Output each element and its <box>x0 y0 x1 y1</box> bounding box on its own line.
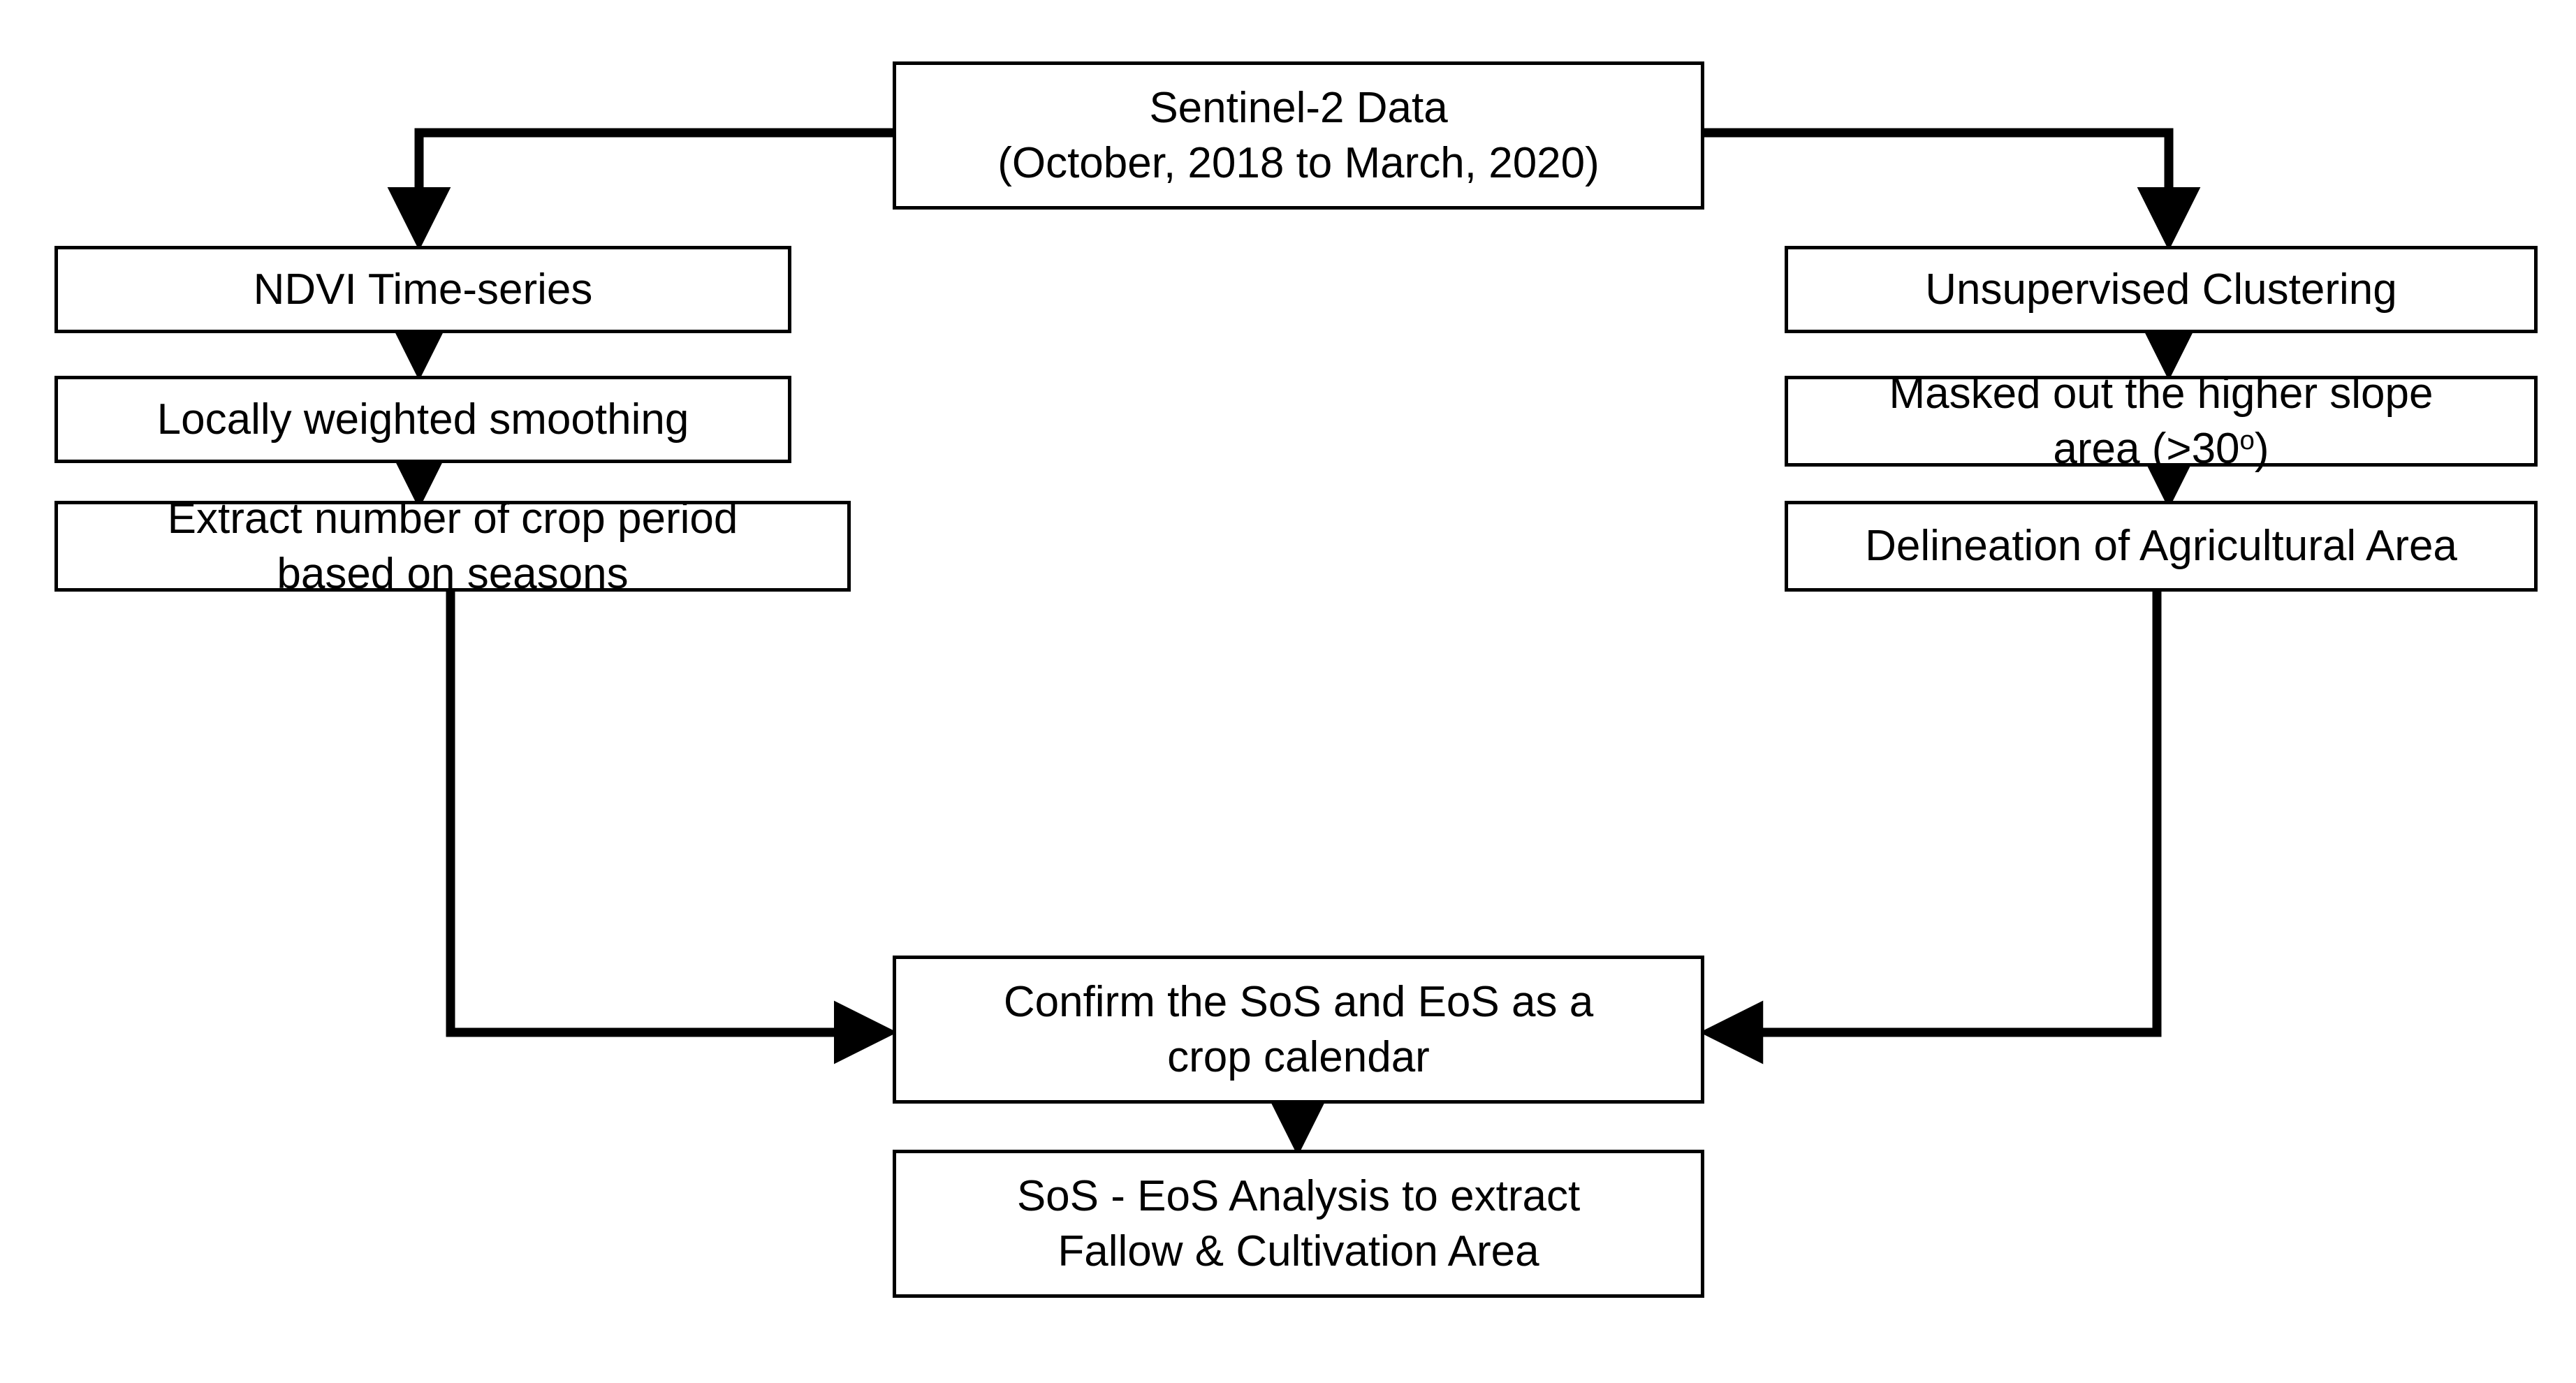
masked-higher-slope-box[interactable]: Masked out the higher slope area (>30o) <box>1785 369 2538 473</box>
locally-weighted-smoothing-label: Locally weighted smoothing <box>68 392 778 447</box>
masked-slope-threshold-suffix: ) <box>2254 425 2269 473</box>
unsupervised-clustering-label: Unsupervised Clustering <box>1798 262 2524 317</box>
ndvi-time-series-label: NDVI Time-series <box>68 262 778 317</box>
delineation-agricultural-area-line1: Delineation of Agricultural Area <box>1865 522 2457 571</box>
delineation-agricultural-area-label: Delineation of Agricultural Area <box>1798 518 2524 573</box>
masked-higher-slope-line1: Masked out the higher slope <box>1889 369 2434 418</box>
confirm-sos-eos-line2: crop calendar <box>1167 1033 1430 1081</box>
sentinel-2-data-line2: (October, 2018 to March, 2020) <box>997 139 1600 187</box>
sentinel-2-data-line1: Sentinel-2 Data <box>1149 83 1448 132</box>
confirm-sos-eos-line1: Confirm the SoS and EoS as a <box>1003 977 1594 1026</box>
extract-crop-period-line2: based on seasons <box>277 550 629 598</box>
ndvi-time-series-line1: NDVI Time-series <box>253 265 593 314</box>
sos-eos-analysis-line2: Fallow & Cultivation Area <box>1058 1227 1539 1275</box>
masked-slope-threshold-prefix: area (>30 <box>2053 425 2240 473</box>
edge-sentinel-to-ndvi <box>387 128 893 251</box>
confirm-sos-eos-label: Confirm the SoS and EoS as a crop calend… <box>906 974 1691 1085</box>
sos-eos-analysis-line1: SoS - EoS Analysis to extract <box>1016 1171 1581 1220</box>
sos-eos-analysis-box[interactable]: SoS - EoS Analysis to extract Fallow & C… <box>893 1150 1704 1298</box>
degree-superscript: o <box>2239 425 2255 456</box>
edge-delineation-to-confirm <box>1699 592 2162 1064</box>
delineation-agricultural-area-box[interactable]: Delineation of Agricultural Area <box>1785 501 2538 592</box>
extract-crop-period-label: Extract number of crop period based on s… <box>68 491 837 602</box>
masked-higher-slope-line2: area (>30o) <box>1798 421 2524 476</box>
locally-weighted-smoothing-box[interactable]: Locally weighted smoothing <box>54 376 791 463</box>
sentinel-2-data-box[interactable]: Sentinel-2 Data (October, 2018 to March,… <box>893 61 1704 210</box>
edge-extract-to-confirm <box>446 592 898 1064</box>
confirm-sos-eos-crop-calendar-box[interactable]: Confirm the SoS and EoS as a crop calend… <box>893 956 1704 1104</box>
locally-weighted-smoothing-line1: Locally weighted smoothing <box>156 395 689 444</box>
sentinel-2-data-label: Sentinel-2 Data (October, 2018 to March,… <box>906 80 1691 191</box>
ndvi-time-series-box[interactable]: NDVI Time-series <box>54 246 791 333</box>
unsupervised-clustering-box[interactable]: Unsupervised Clustering <box>1785 246 2538 333</box>
edge-sentinel-to-clustering <box>1704 128 2201 251</box>
unsupervised-clustering-line1: Unsupervised Clustering <box>1925 265 2397 314</box>
sos-eos-analysis-label: SoS - EoS Analysis to extract Fallow & C… <box>906 1169 1691 1280</box>
masked-higher-slope-label: Masked out the higher slope area (>30o) <box>1798 366 2524 477</box>
extract-crop-period-box[interactable]: Extract number of crop period based on s… <box>54 495 851 598</box>
extract-crop-period-line1: Extract number of crop period <box>167 494 738 543</box>
